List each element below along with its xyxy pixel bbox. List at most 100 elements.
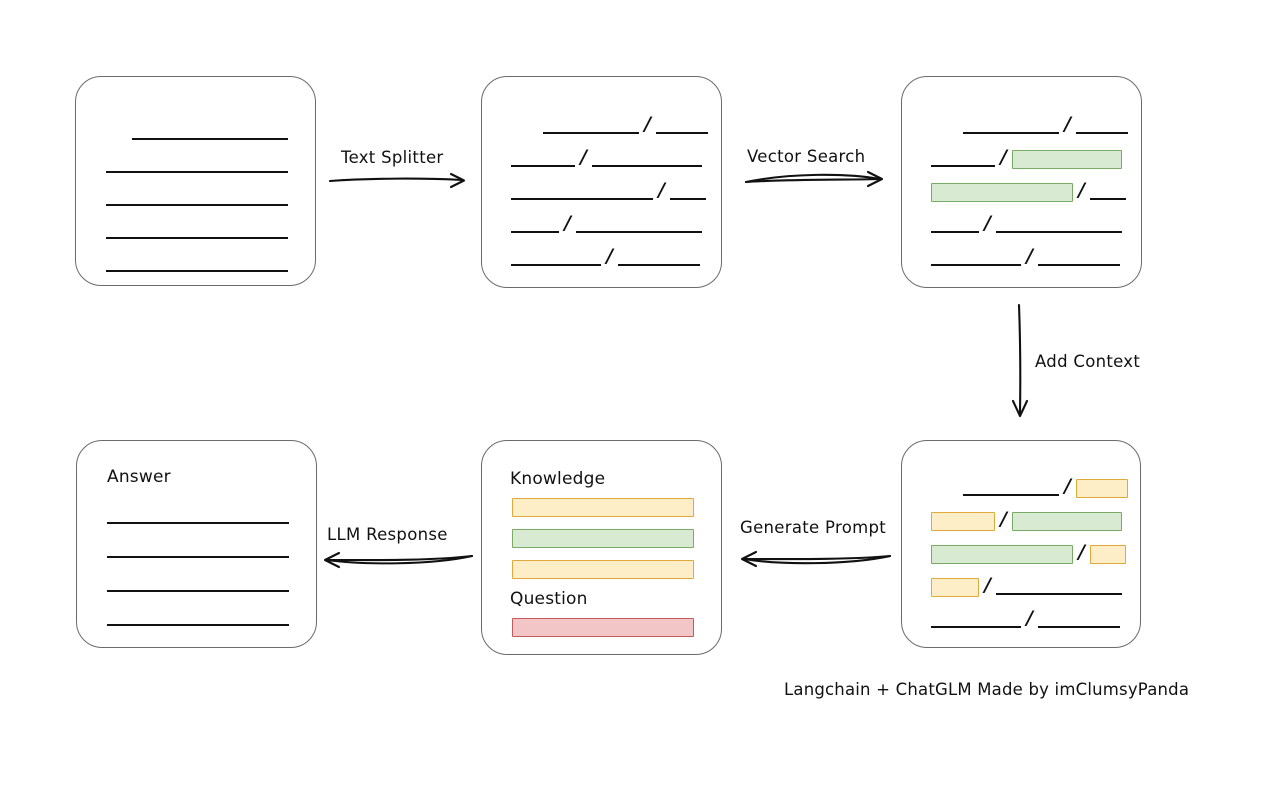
document-line: / bbox=[963, 112, 1128, 137]
highlight-chip-yellow bbox=[512, 498, 694, 517]
text-underline bbox=[511, 231, 559, 233]
text-underline bbox=[963, 132, 1059, 134]
matched-document-rows: / / / / / bbox=[902, 77, 1141, 287]
context-document-rows: / / / / / bbox=[902, 441, 1140, 647]
text-underline bbox=[107, 522, 289, 524]
text-underline bbox=[995, 231, 1122, 233]
arrow-generate-prompt bbox=[740, 550, 892, 568]
highlight-chip-yellow bbox=[1075, 478, 1128, 498]
matched-document-box: / / / / / bbox=[901, 76, 1142, 288]
text-underline bbox=[655, 132, 708, 134]
highlight-chip-green bbox=[931, 182, 1073, 202]
text-underline bbox=[1089, 198, 1126, 200]
text-underline bbox=[106, 204, 288, 206]
document-line: / bbox=[931, 507, 1122, 532]
document-line bbox=[107, 607, 289, 629]
arrow-label-generate-prompt: Generate Prompt bbox=[740, 518, 886, 537]
document-line bbox=[107, 539, 289, 561]
document-line: / bbox=[931, 573, 1122, 598]
arrow-vector-search bbox=[744, 170, 884, 188]
document-line bbox=[106, 154, 288, 176]
highlight-chip-yellow bbox=[1089, 544, 1126, 564]
slash-separator: / bbox=[580, 145, 587, 168]
document-line: / bbox=[931, 213, 1122, 236]
slash-separator: / bbox=[1064, 474, 1071, 497]
slash-separator: / bbox=[658, 178, 665, 201]
text-underline bbox=[669, 198, 706, 200]
text-underline bbox=[995, 593, 1122, 595]
slash-separator: / bbox=[1000, 145, 1007, 168]
slash-separator: / bbox=[1078, 178, 1085, 201]
text-underline bbox=[1075, 132, 1128, 134]
text-underline bbox=[106, 171, 288, 173]
document-line: / bbox=[511, 178, 706, 203]
highlight-chip-green bbox=[512, 529, 694, 548]
split-document-rows: / / / / / bbox=[482, 77, 721, 287]
document-line: / bbox=[931, 606, 1120, 631]
document-line bbox=[106, 220, 288, 242]
text-underline bbox=[106, 270, 288, 272]
document-line bbox=[106, 187, 288, 209]
document-line: / bbox=[543, 112, 708, 137]
answer-rows bbox=[77, 441, 316, 647]
text-underline bbox=[107, 624, 289, 626]
answer-title: Answer bbox=[107, 467, 171, 487]
knowledge-label: Knowledge bbox=[510, 469, 606, 489]
text-underline bbox=[591, 165, 702, 167]
source-document-rows bbox=[76, 77, 315, 285]
split-document-box: / / / / / bbox=[481, 76, 722, 288]
highlight-chip-green bbox=[1011, 149, 1122, 169]
document-line: / bbox=[511, 244, 700, 269]
highlight-chip-yellow bbox=[512, 560, 694, 579]
document-line bbox=[107, 505, 289, 527]
arrow-add-context bbox=[1011, 303, 1029, 418]
text-underline bbox=[617, 264, 700, 266]
text-underline bbox=[963, 494, 1059, 496]
highlight-chip-red bbox=[512, 618, 694, 637]
arrow-label-vector-search: Vector Search bbox=[747, 147, 866, 166]
text-underline bbox=[543, 132, 639, 134]
document-line: / bbox=[931, 145, 1122, 170]
text-underline bbox=[511, 264, 601, 266]
text-underline bbox=[1037, 626, 1120, 628]
question-chip-list bbox=[482, 441, 721, 654]
slash-separator: / bbox=[1064, 112, 1071, 135]
text-underline bbox=[511, 198, 653, 200]
slash-separator: / bbox=[564, 211, 571, 234]
knowledge-chip-list bbox=[482, 441, 721, 654]
slash-separator: / bbox=[1026, 244, 1033, 267]
arrow-label-text-splitter: Text Splitter bbox=[341, 148, 444, 167]
slash-separator: / bbox=[984, 573, 991, 596]
document-line bbox=[106, 253, 288, 275]
text-underline bbox=[931, 264, 1021, 266]
highlight-chip-yellow bbox=[931, 577, 979, 597]
arrow-llm-response bbox=[323, 551, 474, 569]
document-line: / bbox=[511, 145, 702, 170]
highlight-chip-green bbox=[931, 544, 1073, 564]
text-underline bbox=[931, 626, 1021, 628]
document-line: / bbox=[511, 211, 702, 236]
prompt-box: Knowledge Question bbox=[481, 440, 722, 655]
answer-box: Answer bbox=[76, 440, 317, 648]
text-underline bbox=[106, 237, 288, 239]
arrow-label-add-context: Add Context bbox=[1035, 352, 1141, 371]
context-document-box: / / / / / bbox=[901, 440, 1141, 648]
text-underline bbox=[575, 231, 702, 233]
highlight-chip-yellow bbox=[931, 511, 995, 531]
slash-separator: / bbox=[1078, 540, 1085, 563]
slash-separator: / bbox=[606, 244, 613, 267]
text-underline bbox=[107, 556, 289, 558]
source-document-box bbox=[75, 76, 316, 286]
text-underline bbox=[931, 165, 995, 167]
text-underline bbox=[931, 231, 979, 233]
document-line: / bbox=[931, 178, 1126, 203]
highlight-chip-green bbox=[1011, 511, 1122, 531]
slash-separator: / bbox=[1026, 606, 1033, 629]
diagram-caption: Langchain + ChatGLM Made by imClumsyPand… bbox=[784, 680, 1190, 699]
slash-separator: / bbox=[1000, 507, 1007, 530]
arrow-text-splitter bbox=[328, 172, 466, 189]
text-underline bbox=[1037, 264, 1120, 266]
slash-separator: / bbox=[644, 112, 651, 135]
document-line: / bbox=[931, 244, 1120, 269]
